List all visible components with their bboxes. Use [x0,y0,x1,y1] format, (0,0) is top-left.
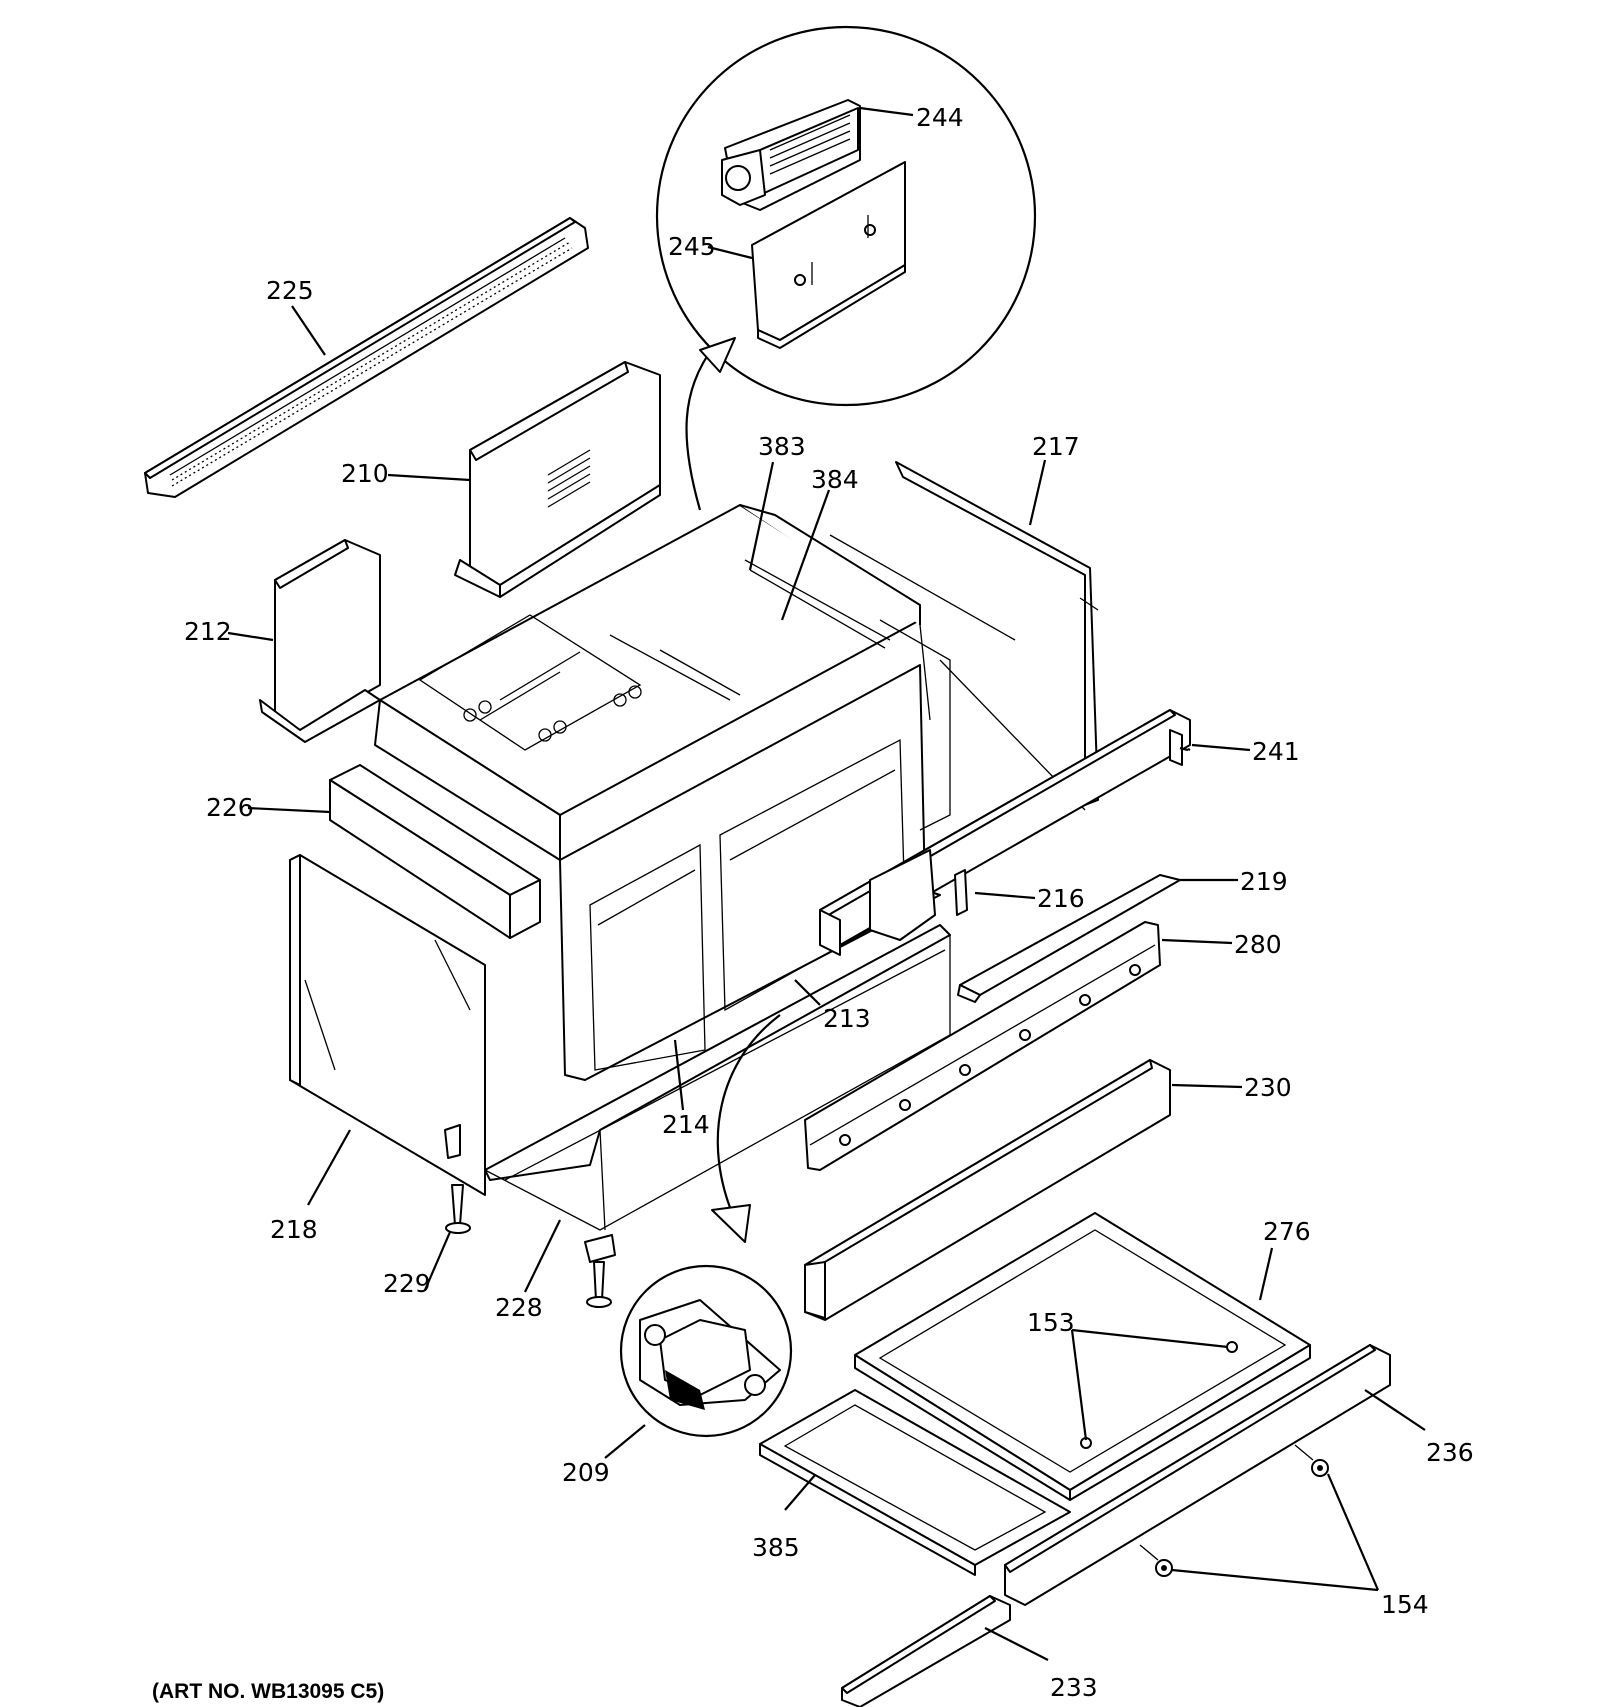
label-216: 216 [1037,884,1085,913]
part-212-bracket [259,539,381,743]
label-225: 225 [266,276,314,305]
label-244: 244 [916,103,964,132]
main-oven-body [374,504,1086,1231]
label-236: 236 [1426,1438,1474,1467]
label-153: 153 [1027,1308,1075,1337]
part-labels: 225 210 212 226 218 229 228 209 214 213 … [184,103,1474,1702]
detail-circle-leveler [619,1264,793,1438]
arrow-to-blower-detail [685,337,736,511]
part-216-bracket [869,849,968,941]
arrow-to-leveler-detail [711,1014,781,1243]
label-217: 217 [1032,432,1080,461]
label-245: 245 [668,232,716,261]
art-number: (ART NO. WB13095 C5) [152,1680,385,1703]
part-236-rail [1004,1344,1391,1606]
label-213: 213 [823,1004,871,1033]
label-384: 384 [811,465,859,494]
label-229: 229 [383,1269,431,1298]
label-209: 209 [562,1458,610,1487]
part-228-foot [584,1234,616,1308]
leader-lines [227,106,1426,1661]
part-276-tray [854,1212,1311,1501]
part-210-panel [454,361,661,598]
part-233-trim [841,1595,1011,1707]
part-280-rail [804,921,1161,1171]
label-212: 212 [184,617,232,646]
part-218-side-panel [289,854,486,1234]
label-276: 276 [1263,1217,1311,1246]
part-154-nuts [1139,1444,1329,1577]
label-214: 214 [662,1110,710,1139]
label-383: 383 [758,432,806,461]
label-154: 154 [1381,1590,1429,1619]
label-241: 241 [1252,737,1300,766]
label-385: 385 [752,1533,800,1562]
label-280: 280 [1234,930,1282,959]
label-228: 228 [495,1293,543,1322]
detail-circle-blower [655,25,1037,407]
part-230-kick-panel [804,1059,1171,1321]
label-226: 226 [206,793,254,822]
part-225-vent-trim [144,217,589,498]
part-226-block [329,764,541,939]
label-219: 219 [1240,867,1288,896]
label-210: 210 [341,459,389,488]
label-230: 230 [1244,1073,1292,1102]
label-233: 233 [1050,1673,1098,1702]
label-218: 218 [270,1215,318,1244]
